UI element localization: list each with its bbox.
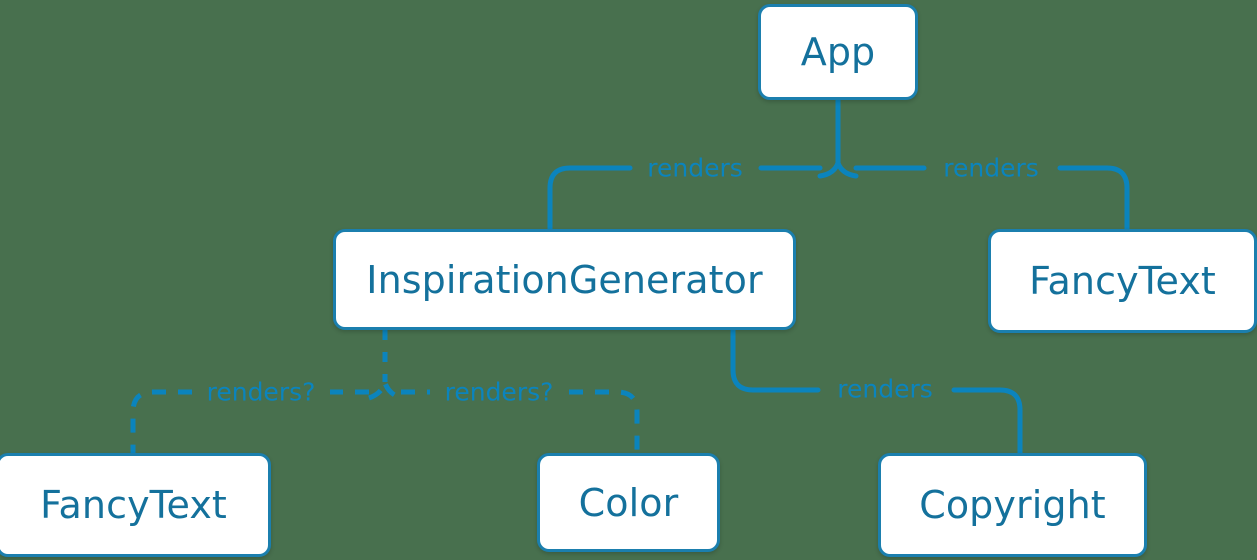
node-inspiration-generator-label: InspirationGenerator [366,257,763,302]
edge-label-inspiration-to-fancytext: renders? [206,377,316,407]
edge-app-to-inspiration [547,165,823,232]
node-fancytext-bottom[interactable]: FancyText [0,453,271,557]
edge-label-inspiration-to-copyright: renders [837,374,933,404]
edge-app-fork [817,160,859,179]
node-copyright[interactable]: Copyright [878,453,1147,557]
node-app[interactable]: App [758,4,918,100]
node-fancytext-top-label: FancyText [1029,259,1216,303]
edge-inspiration-to-fancytext [130,389,369,453]
node-fancytext-top[interactable]: FancyText [988,229,1257,333]
edge-inspiration-to-color [401,389,640,453]
edge-inspiration-to-copyright [730,327,1023,456]
node-inspiration-generator[interactable]: InspirationGenerator [333,229,796,330]
edge-label-app-to-inspiration: renders [647,153,743,183]
node-fancytext-bottom-label: FancyText [40,483,227,527]
node-color[interactable]: Color [537,453,720,552]
node-app-label: App [800,30,876,74]
edge-label-inspiration-to-color: renders? [444,377,554,407]
edge-inspiration-dashed-fork [368,380,402,401]
edge-app-to-fancytext [853,165,1130,232]
node-copyright-label: Copyright [919,483,1106,527]
edge-label-app-to-fancytext: renders [943,153,1039,183]
node-color-label: Color [578,480,679,525]
